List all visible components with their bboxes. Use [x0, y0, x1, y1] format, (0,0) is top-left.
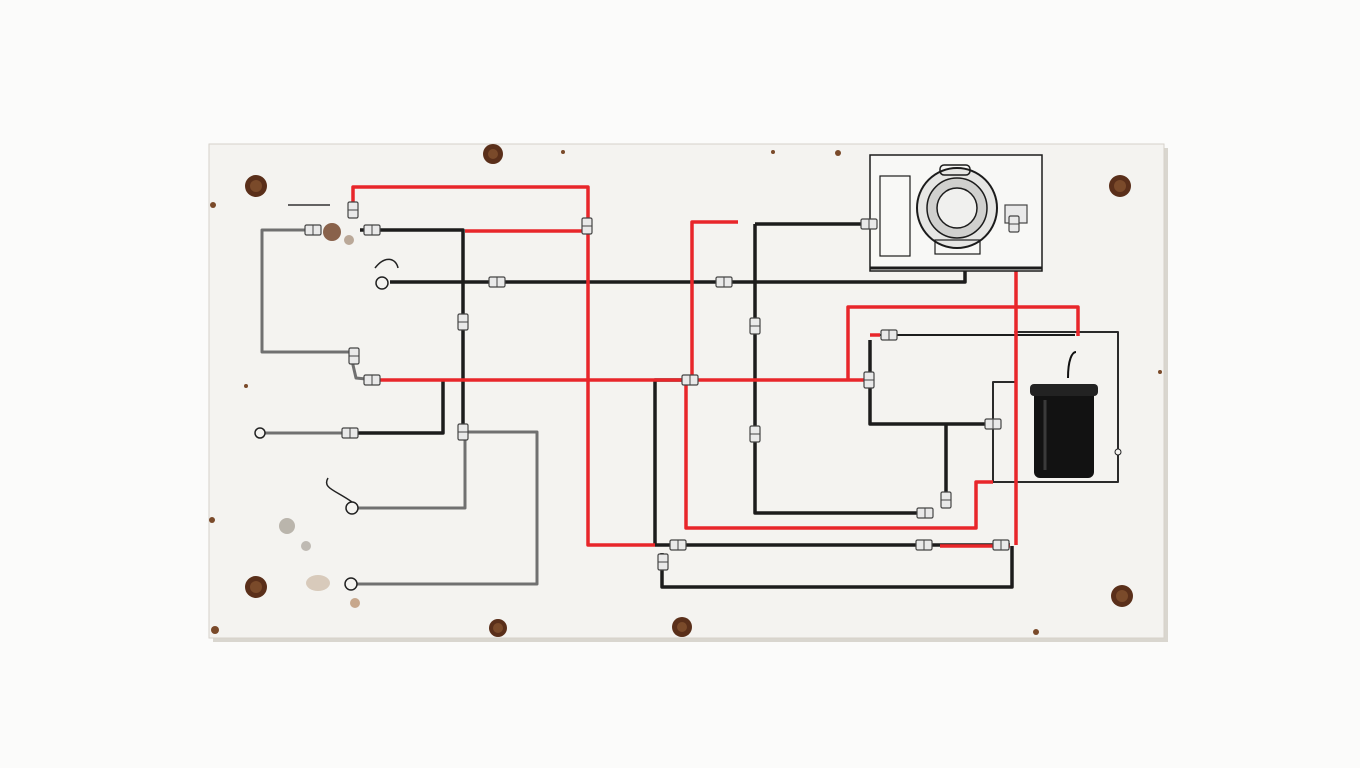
canister-body	[1034, 388, 1094, 478]
canister-hose	[1067, 351, 1077, 379]
sensor-wire	[325, 477, 353, 503]
motor-cap	[939, 164, 971, 176]
mounting-bolt	[1109, 175, 1131, 197]
line-fittings	[304, 201, 1020, 571]
rust-stain	[306, 575, 330, 591]
mounting-bolt	[245, 576, 267, 598]
rust-stain	[323, 223, 341, 241]
sensor-lead	[260, 228, 378, 382]
sensor-terminal	[254, 427, 266, 439]
rust-stain	[210, 202, 216, 208]
pressure-line	[690, 220, 738, 380]
rust-stain	[561, 150, 565, 154]
mounting-bolts	[245, 144, 1133, 637]
motor-foot	[934, 239, 981, 255]
rust-stain	[1033, 629, 1039, 635]
return-line	[868, 340, 993, 426]
pump-motor	[869, 154, 1043, 272]
return-line	[345, 380, 445, 435]
sensor-wire	[374, 258, 399, 269]
rust-stain	[279, 518, 295, 534]
canister-cap	[1030, 384, 1098, 396]
sensor-lead	[353, 430, 539, 586]
sensor-terminal	[375, 276, 389, 290]
rust-stain	[211, 626, 219, 634]
sensor-terminals	[254, 204, 1077, 591]
rust-stain	[244, 384, 248, 388]
sensor-lead	[353, 430, 467, 510]
sensor-lead	[992, 331, 1119, 483]
mounting-bolt	[245, 175, 267, 197]
rust-stain	[209, 517, 215, 523]
sensor-terminal	[345, 501, 359, 515]
rust-stain	[344, 235, 354, 245]
sensor-terminal	[344, 577, 358, 591]
filter-canister	[1030, 384, 1122, 478]
pressure-line	[351, 185, 655, 547]
rust-stain	[301, 541, 311, 551]
rust-stain	[350, 598, 360, 608]
mounting-bolt	[489, 619, 507, 637]
pressure-line	[684, 380, 993, 530]
rust-stains	[209, 150, 1162, 635]
sensor-leads	[260, 228, 1119, 586]
mounting-bolt	[483, 144, 503, 164]
canister-terminal	[1114, 448, 1122, 456]
motor-hub	[936, 187, 978, 229]
rust-stain	[771, 150, 775, 154]
return-line	[390, 268, 967, 284]
pressure-line	[846, 305, 1080, 380]
rust-stain	[1158, 370, 1162, 374]
mounting-bolt	[672, 617, 692, 637]
rust-stain	[835, 150, 841, 156]
motor-bracket	[879, 175, 911, 257]
pressure-lines	[351, 185, 1080, 548]
mounting-bolt	[1111, 585, 1133, 607]
return-line	[360, 228, 465, 433]
